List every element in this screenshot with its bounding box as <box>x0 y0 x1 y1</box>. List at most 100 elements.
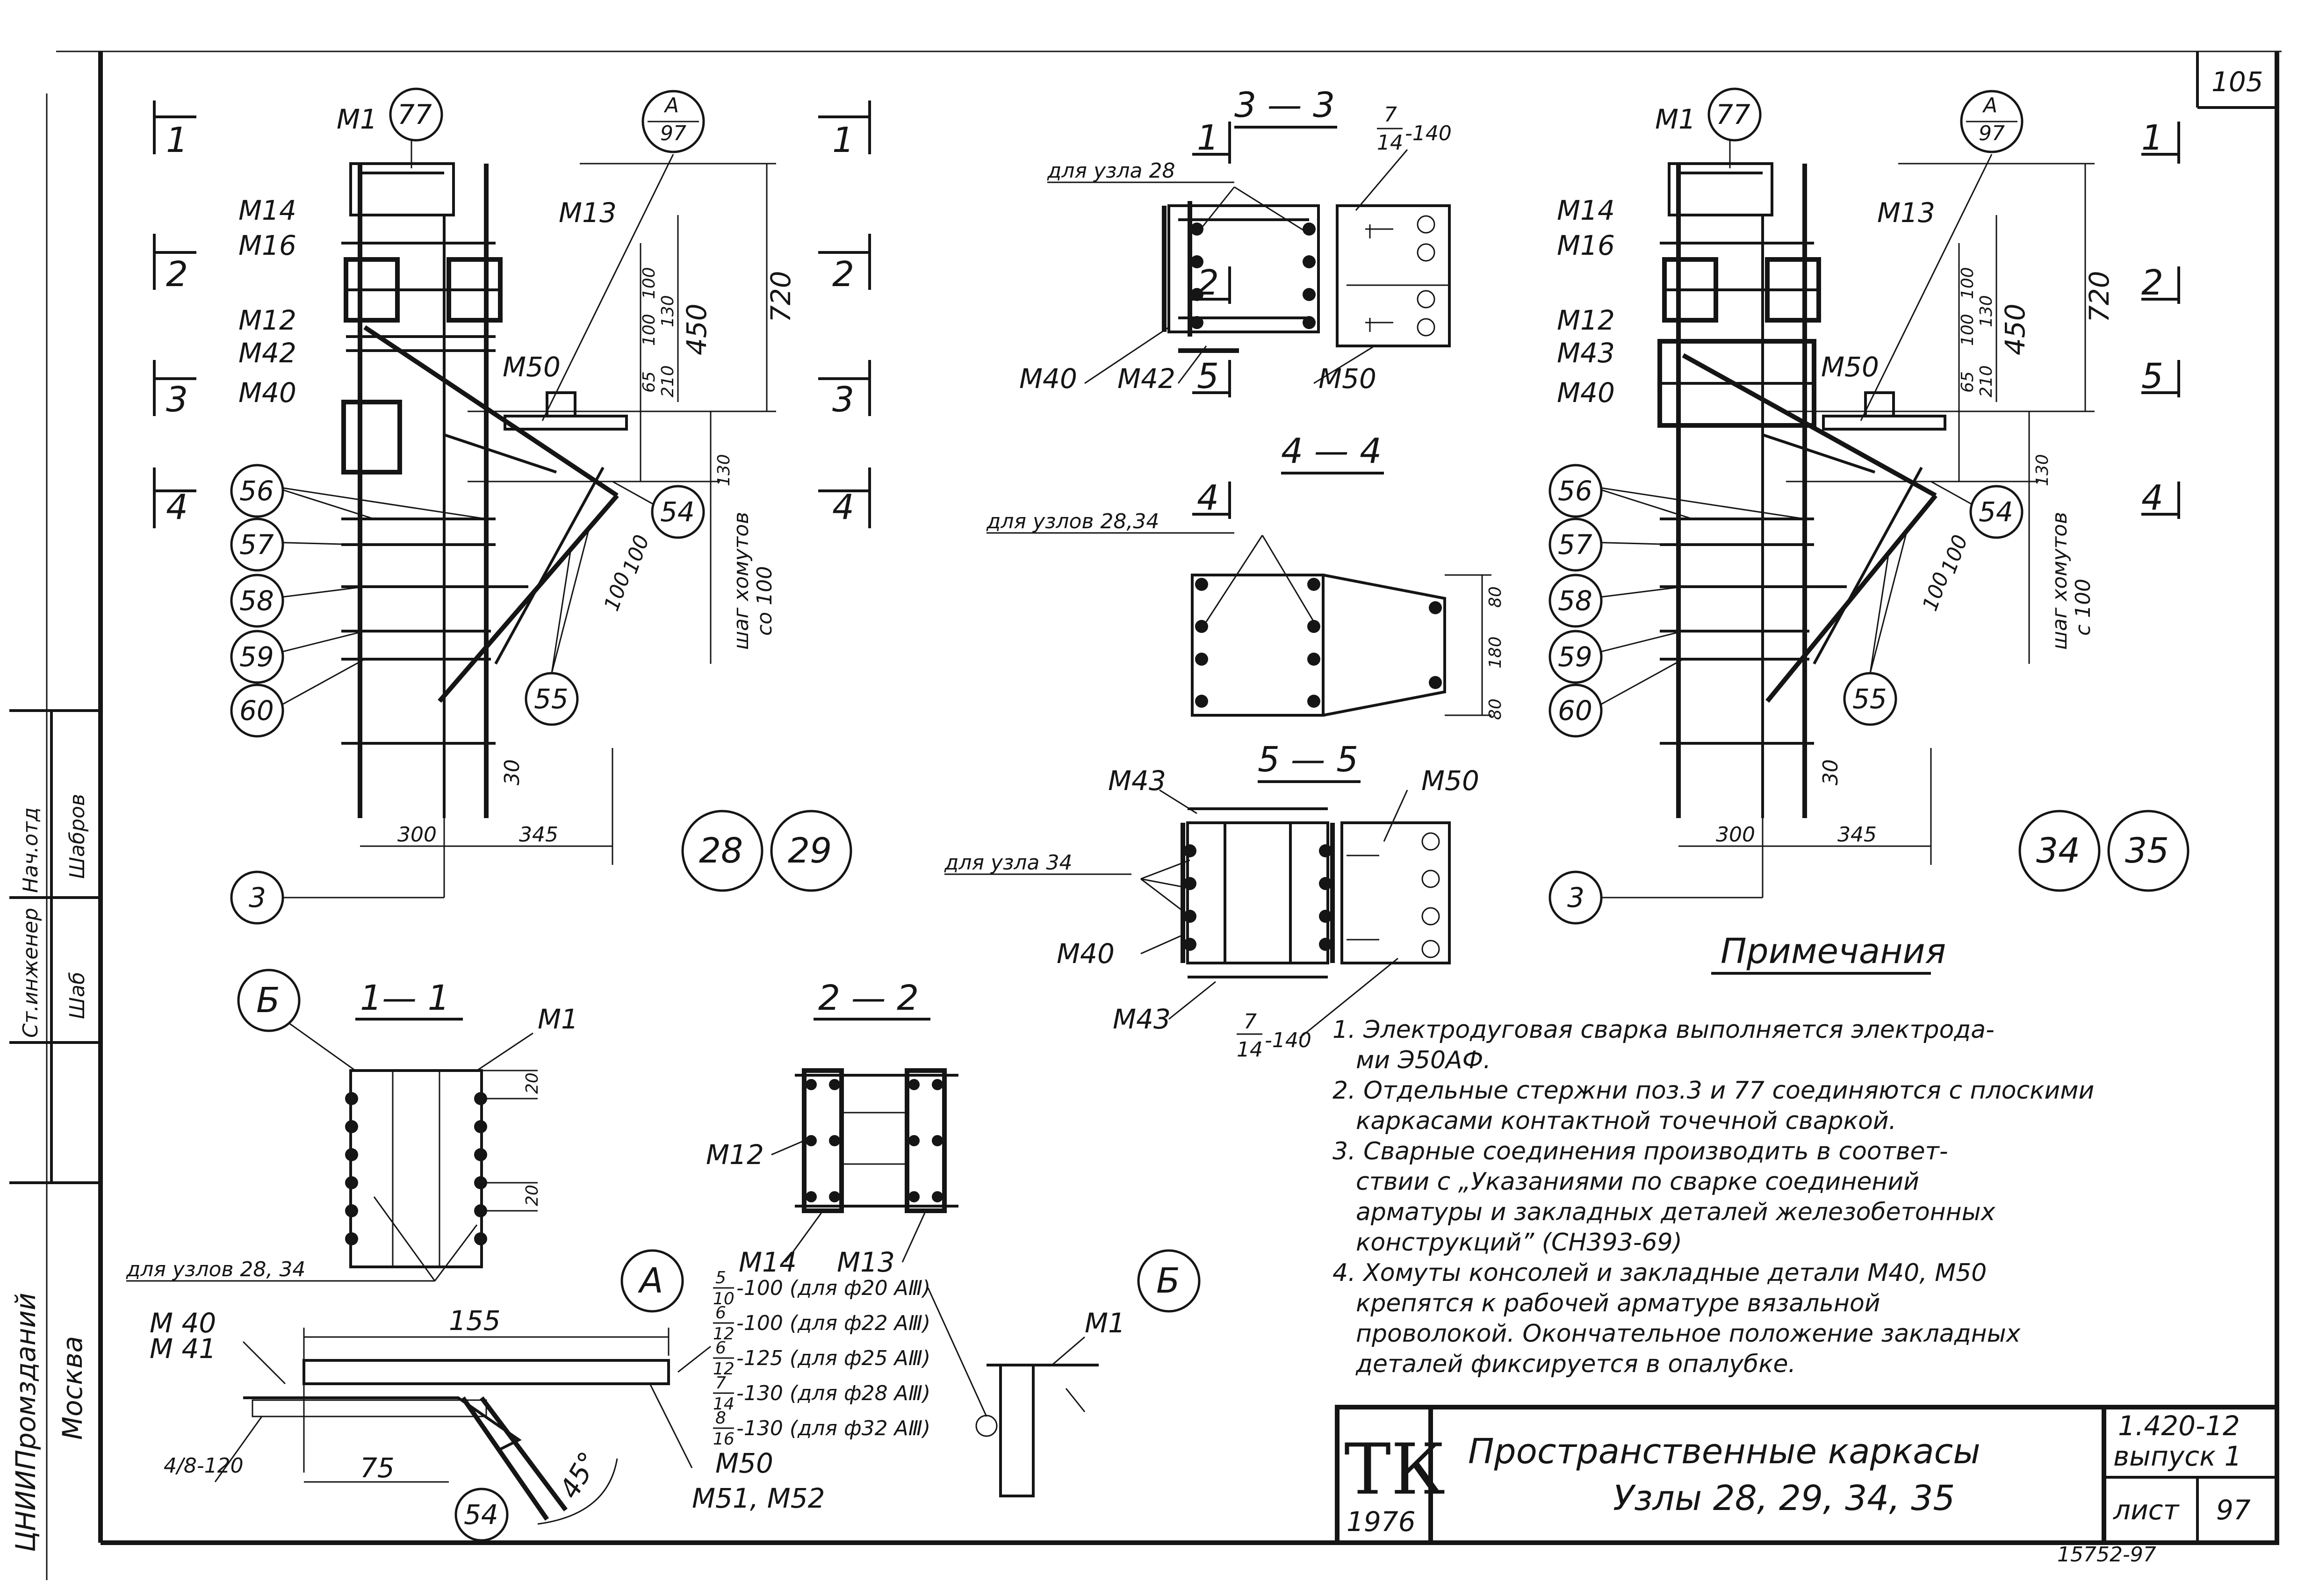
section-3-3: 3 — 3 для узла 28 7 14 -140 М40 М42 М50 <box>1019 85 1452 395</box>
left-dim-130b: 130 <box>714 454 734 486</box>
notes-line-2: ми Э50АФ. <box>1356 1046 1491 1074</box>
right-m40: М40 <box>1557 377 1615 409</box>
stamp-row2-role: Ст.инженер <box>19 908 43 1038</box>
left-balloon-58: 58 <box>239 585 274 617</box>
section-1-1-m1: М1 <box>538 1003 578 1035</box>
section-2-2: 2 — 2 М12 М14 М13 <box>706 978 958 1278</box>
section-3-3-m42: М42 <box>1117 363 1175 395</box>
section-3-3-frac-tail: -140 <box>1405 122 1452 145</box>
left-stamp: Нач.отд Шабров Ст.инженер Шаб ЦНИИПромзд… <box>9 709 101 1552</box>
left-sec-4b: 4 <box>832 487 854 527</box>
right-m16: М16 <box>1557 230 1615 261</box>
detail-b-ref: Б <box>1156 1261 1180 1301</box>
right-dim-100d: 100 <box>1937 532 1973 576</box>
title-block: ТК 1976 Пространственные каркасы Узлы 28… <box>1335 1405 2279 1567</box>
detail-a-weld-list: 5 10 -100 (для ф20 АⅢ) 6 12 -100 (для ф2… <box>713 1268 987 1449</box>
weld-4-tail: -130 (для ф32 АⅢ) <box>736 1416 930 1440</box>
left-dim-210: 210 <box>658 365 677 397</box>
section-5-5: 5 — 5 для узла 34 М43 М50 М40 М43 7 14 <box>944 740 1479 1062</box>
weld-2-n: 6 <box>715 1338 726 1358</box>
right-dim-300: 300 <box>1716 823 1755 847</box>
left-balloon-3: 3 <box>249 882 266 913</box>
detail-a-dim-75: 75 <box>360 1452 395 1484</box>
right-ref-a: А <box>1982 93 1997 117</box>
section-5-5-m50: М50 <box>1421 765 1479 797</box>
right-m50: М50 <box>1821 351 1879 383</box>
weld-4-n: 8 <box>715 1409 726 1428</box>
section-3-3-for-node: для узла 28 <box>1047 159 1175 183</box>
notes-line-12: деталей фиксируется в опалубке. <box>1355 1350 1796 1378</box>
left-m14: М14 <box>238 194 296 226</box>
weld-4-d: 16 <box>713 1430 735 1449</box>
left-m12: М12 <box>238 304 296 336</box>
right-dim-720: 720 <box>2083 271 2115 323</box>
section-2-2-title: 2 — 2 <box>818 978 919 1018</box>
left-sec-3a: 3 <box>166 380 188 420</box>
right-sec-5a: 5 <box>1197 356 1219 396</box>
left-dim-30: 30 <box>500 759 524 785</box>
title-line-1: Пространственные каркасы <box>1468 1431 1981 1472</box>
left-balloon-60: 60 <box>239 695 274 726</box>
right-balloon-77: 77 <box>1716 99 1750 130</box>
right-balloon-59: 59 <box>1558 641 1592 673</box>
left-balloon-77: 77 <box>397 99 432 130</box>
left-balloon-55: 55 <box>534 683 569 715</box>
right-sec-4a: 4 <box>1197 478 1219 518</box>
section-4-4-title: 4 — 4 <box>1281 431 1382 471</box>
notes-line-7: арматуры и закладных деталей железобетон… <box>1356 1198 1996 1226</box>
left-sec-2a: 2 <box>166 254 188 295</box>
left-dim-100b: 100 <box>640 314 659 346</box>
left-node-28: 28 <box>699 831 743 871</box>
sheet-frame: 10 5 <box>46 50 2282 1580</box>
left-node-elevation: 1 2 3 4 1 2 3 4 М1 <box>153 87 871 925</box>
page-number: 105 <box>2211 66 2263 98</box>
notes-line-11: проволокой. Окончательное положение закл… <box>1356 1320 2021 1348</box>
right-balloon-60: 60 <box>1558 695 1592 726</box>
detail-a-m50: М50 <box>715 1447 773 1479</box>
section-2-2-m12: М12 <box>706 1139 764 1171</box>
right-balloon-57: 57 <box>1558 529 1592 561</box>
right-section-markers: 1 2 5 4 1 2 5 4 <box>1192 118 2180 519</box>
section-2-2-m14: М14 <box>739 1246 797 1278</box>
left-section-markers: 1 2 3 4 1 2 3 4 <box>153 101 871 528</box>
section-5-5-for-node: для узла 34 <box>944 851 1073 875</box>
section-5-5-title: 5 — 5 <box>1258 740 1358 780</box>
section-1-1-dim-a: 20 <box>523 1072 542 1094</box>
weld-3-tail: -130 (для ф28 АⅢ) <box>736 1381 930 1405</box>
right-balloon-54: 54 <box>1979 496 2013 528</box>
right-balloon-56: 56 <box>1558 475 1592 507</box>
left-sec-4a: 4 <box>166 487 188 527</box>
detail-b: Б М1 <box>975 1249 1201 1497</box>
detail-a-dim-45: 45° <box>553 1446 605 1504</box>
notes-line-3: 2. Отдельные стержни поз.3 и 77 соединяю… <box>1332 1077 2094 1105</box>
weld-1-tail: -100 (для ф22 АⅢ) <box>736 1311 930 1335</box>
stamp-row2-name: Шаб <box>65 972 89 1019</box>
detail-a-m41: М 41 <box>150 1333 216 1365</box>
right-balloon-58: 58 <box>1558 585 1592 617</box>
weld-0-d: 10 <box>713 1289 735 1308</box>
left-ref-97: 97 <box>660 122 686 145</box>
stamp-row1-name: Шабров <box>65 794 89 879</box>
left-sec-1b: 1 <box>832 120 854 160</box>
section-5-5-m43-bottom: М43 <box>1113 1003 1171 1035</box>
right-balloon-55: 55 <box>1852 683 1887 715</box>
notes-line-8: конструкций” (СН393-69) <box>1356 1229 1682 1257</box>
section-1-1-for-nodes: для узлов 28, 34 <box>126 1258 305 1281</box>
detail-a-m40: М 40 <box>150 1307 216 1339</box>
weld-0-tail: -100 (для ф20 АⅢ) <box>736 1276 930 1300</box>
detail-a-ref: А <box>638 1261 663 1301</box>
left-dim-300: 300 <box>397 823 437 847</box>
title-line-2: Узлы 28, 29, 34, 35 <box>1613 1478 1955 1518</box>
section-4-4-for-nodes: для узлов 28,34 <box>986 510 1159 533</box>
left-pitch-value: со 100 <box>753 566 777 636</box>
left-balloon-56: 56 <box>239 475 274 507</box>
left-sec-2b: 2 <box>832 254 854 295</box>
right-sec-1a: 1 <box>1197 118 1219 158</box>
section-3-3-title: 3 — 3 <box>1234 85 1335 125</box>
section-1-1: Б 1— 1 М1 20 20 для узлов 28, 34 <box>126 969 578 1282</box>
left-m13: М13 <box>559 197 617 229</box>
detail-a-frac: 4/8-120 <box>164 1454 244 1478</box>
right-m12: М12 <box>1557 304 1615 336</box>
right-node-34: 34 <box>2036 831 2080 871</box>
right-dim-30: 30 <box>1819 759 1843 785</box>
